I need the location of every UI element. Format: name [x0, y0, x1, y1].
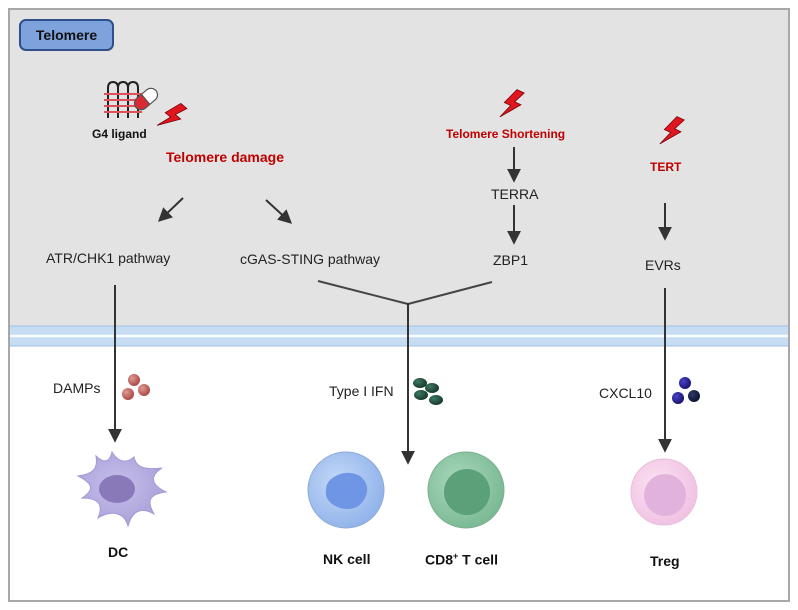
lightning-icon-damage	[156, 102, 188, 126]
telomere-badge: Telomere	[19, 19, 114, 51]
upper-region	[10, 10, 788, 328]
dc-cell-icon	[76, 450, 168, 528]
damps-molecules	[122, 374, 150, 400]
zbp1-label: ZBP1	[493, 252, 529, 268]
g4-ligand-icon	[104, 80, 159, 118]
damps-label: DAMPs	[53, 380, 101, 396]
treg-label: Treg	[650, 553, 680, 569]
ifn-molecules	[413, 378, 443, 405]
type-i-ifn-label: Type I IFN	[329, 383, 394, 399]
dc-label: DC	[108, 544, 129, 560]
telomere-shortening-label: Telomere Shortening	[446, 127, 566, 141]
nk-cell-label: NK cell	[323, 551, 371, 567]
atr-chk1-pathway-label: ATR/CHK1 pathway	[46, 250, 171, 266]
cd8-t-cell-label: CD8+ T cell	[425, 551, 498, 568]
g4-ligand-label: G4 ligand	[92, 127, 147, 141]
convergence-lines	[317, 280, 493, 305]
telomere-damage-label: Telomere damage	[166, 149, 285, 165]
terra-label: TERRA	[491, 186, 539, 202]
nk-cell-icon	[307, 451, 385, 529]
lightning-icon-shortening	[499, 89, 525, 118]
treg-cell-icon	[630, 458, 698, 526]
lightning-icon-tert	[659, 116, 685, 145]
arrow-damage-to-cgas	[265, 199, 293, 224]
evrs-label: EVRs	[645, 257, 681, 273]
cxcl10-label: CXCL10	[599, 385, 652, 401]
cgas-sting-pathway-label: cGAS-STING pathway	[240, 251, 381, 267]
cd8-t-cell-icon	[427, 451, 505, 529]
cxcl10-molecules	[672, 377, 700, 404]
arrow-damage-to-atr	[157, 197, 184, 222]
tert-label: TERT	[650, 160, 682, 174]
